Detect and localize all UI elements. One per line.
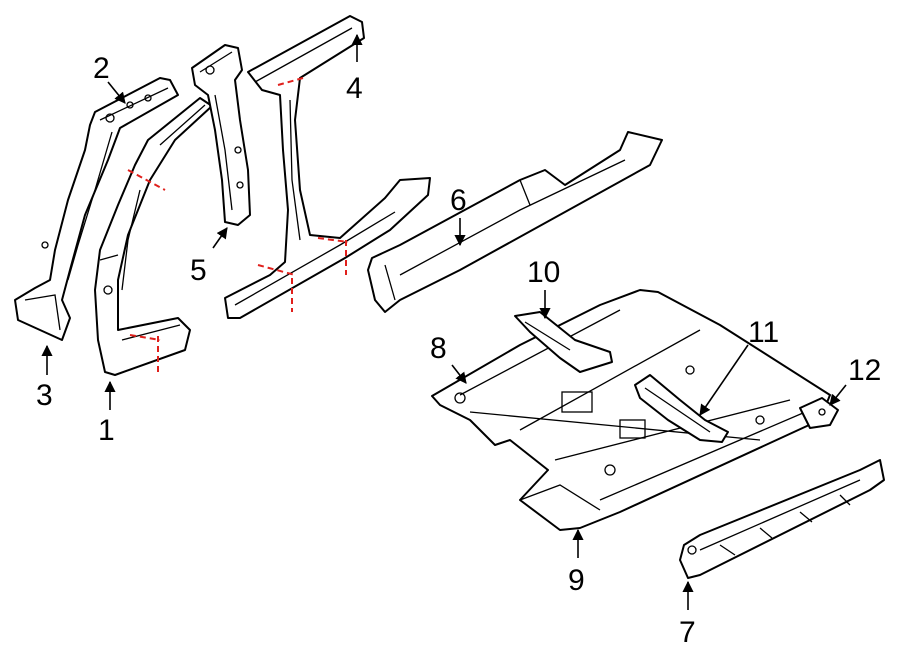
callout-10: 10 [527, 256, 560, 289]
callout-8: 8 [430, 332, 447, 365]
callout-4: 4 [346, 72, 363, 105]
part-floor-crossmember [514, 311, 613, 373]
part-floor-pan [431, 289, 831, 531]
callout-2: 2 [93, 52, 110, 85]
part-b-pillar-inner [191, 44, 251, 226]
callout-3: 3 [36, 379, 53, 412]
callout-5: 5 [190, 254, 207, 287]
callout-1: 1 [98, 414, 115, 447]
leader-5 [212, 227, 228, 249]
callout-6: 6 [450, 184, 467, 217]
part-rocker-panel [367, 131, 663, 313]
leader-2 [107, 81, 126, 104]
leader-12 [829, 384, 847, 406]
callout-labels: 1 2 3 4 5 6 7 8 9 10 11 12 [36, 52, 881, 649]
part-inner-rocker [679, 459, 885, 579]
callout-11: 11 [748, 316, 779, 349]
callout-9: 9 [568, 564, 585, 597]
leader-lines [41, 33, 847, 610]
part-rear-bracket [799, 397, 839, 429]
leader-8 [451, 364, 467, 384]
leader-11 [699, 344, 749, 416]
part-inner-a-pillar [94, 97, 213, 376]
part-b-pillar-outer [224, 15, 431, 319]
part-outer-a-pillar [14, 77, 179, 341]
callout-7: 7 [679, 616, 696, 649]
callout-12: 12 [848, 354, 881, 387]
part-seat-crossmember [634, 374, 729, 443]
